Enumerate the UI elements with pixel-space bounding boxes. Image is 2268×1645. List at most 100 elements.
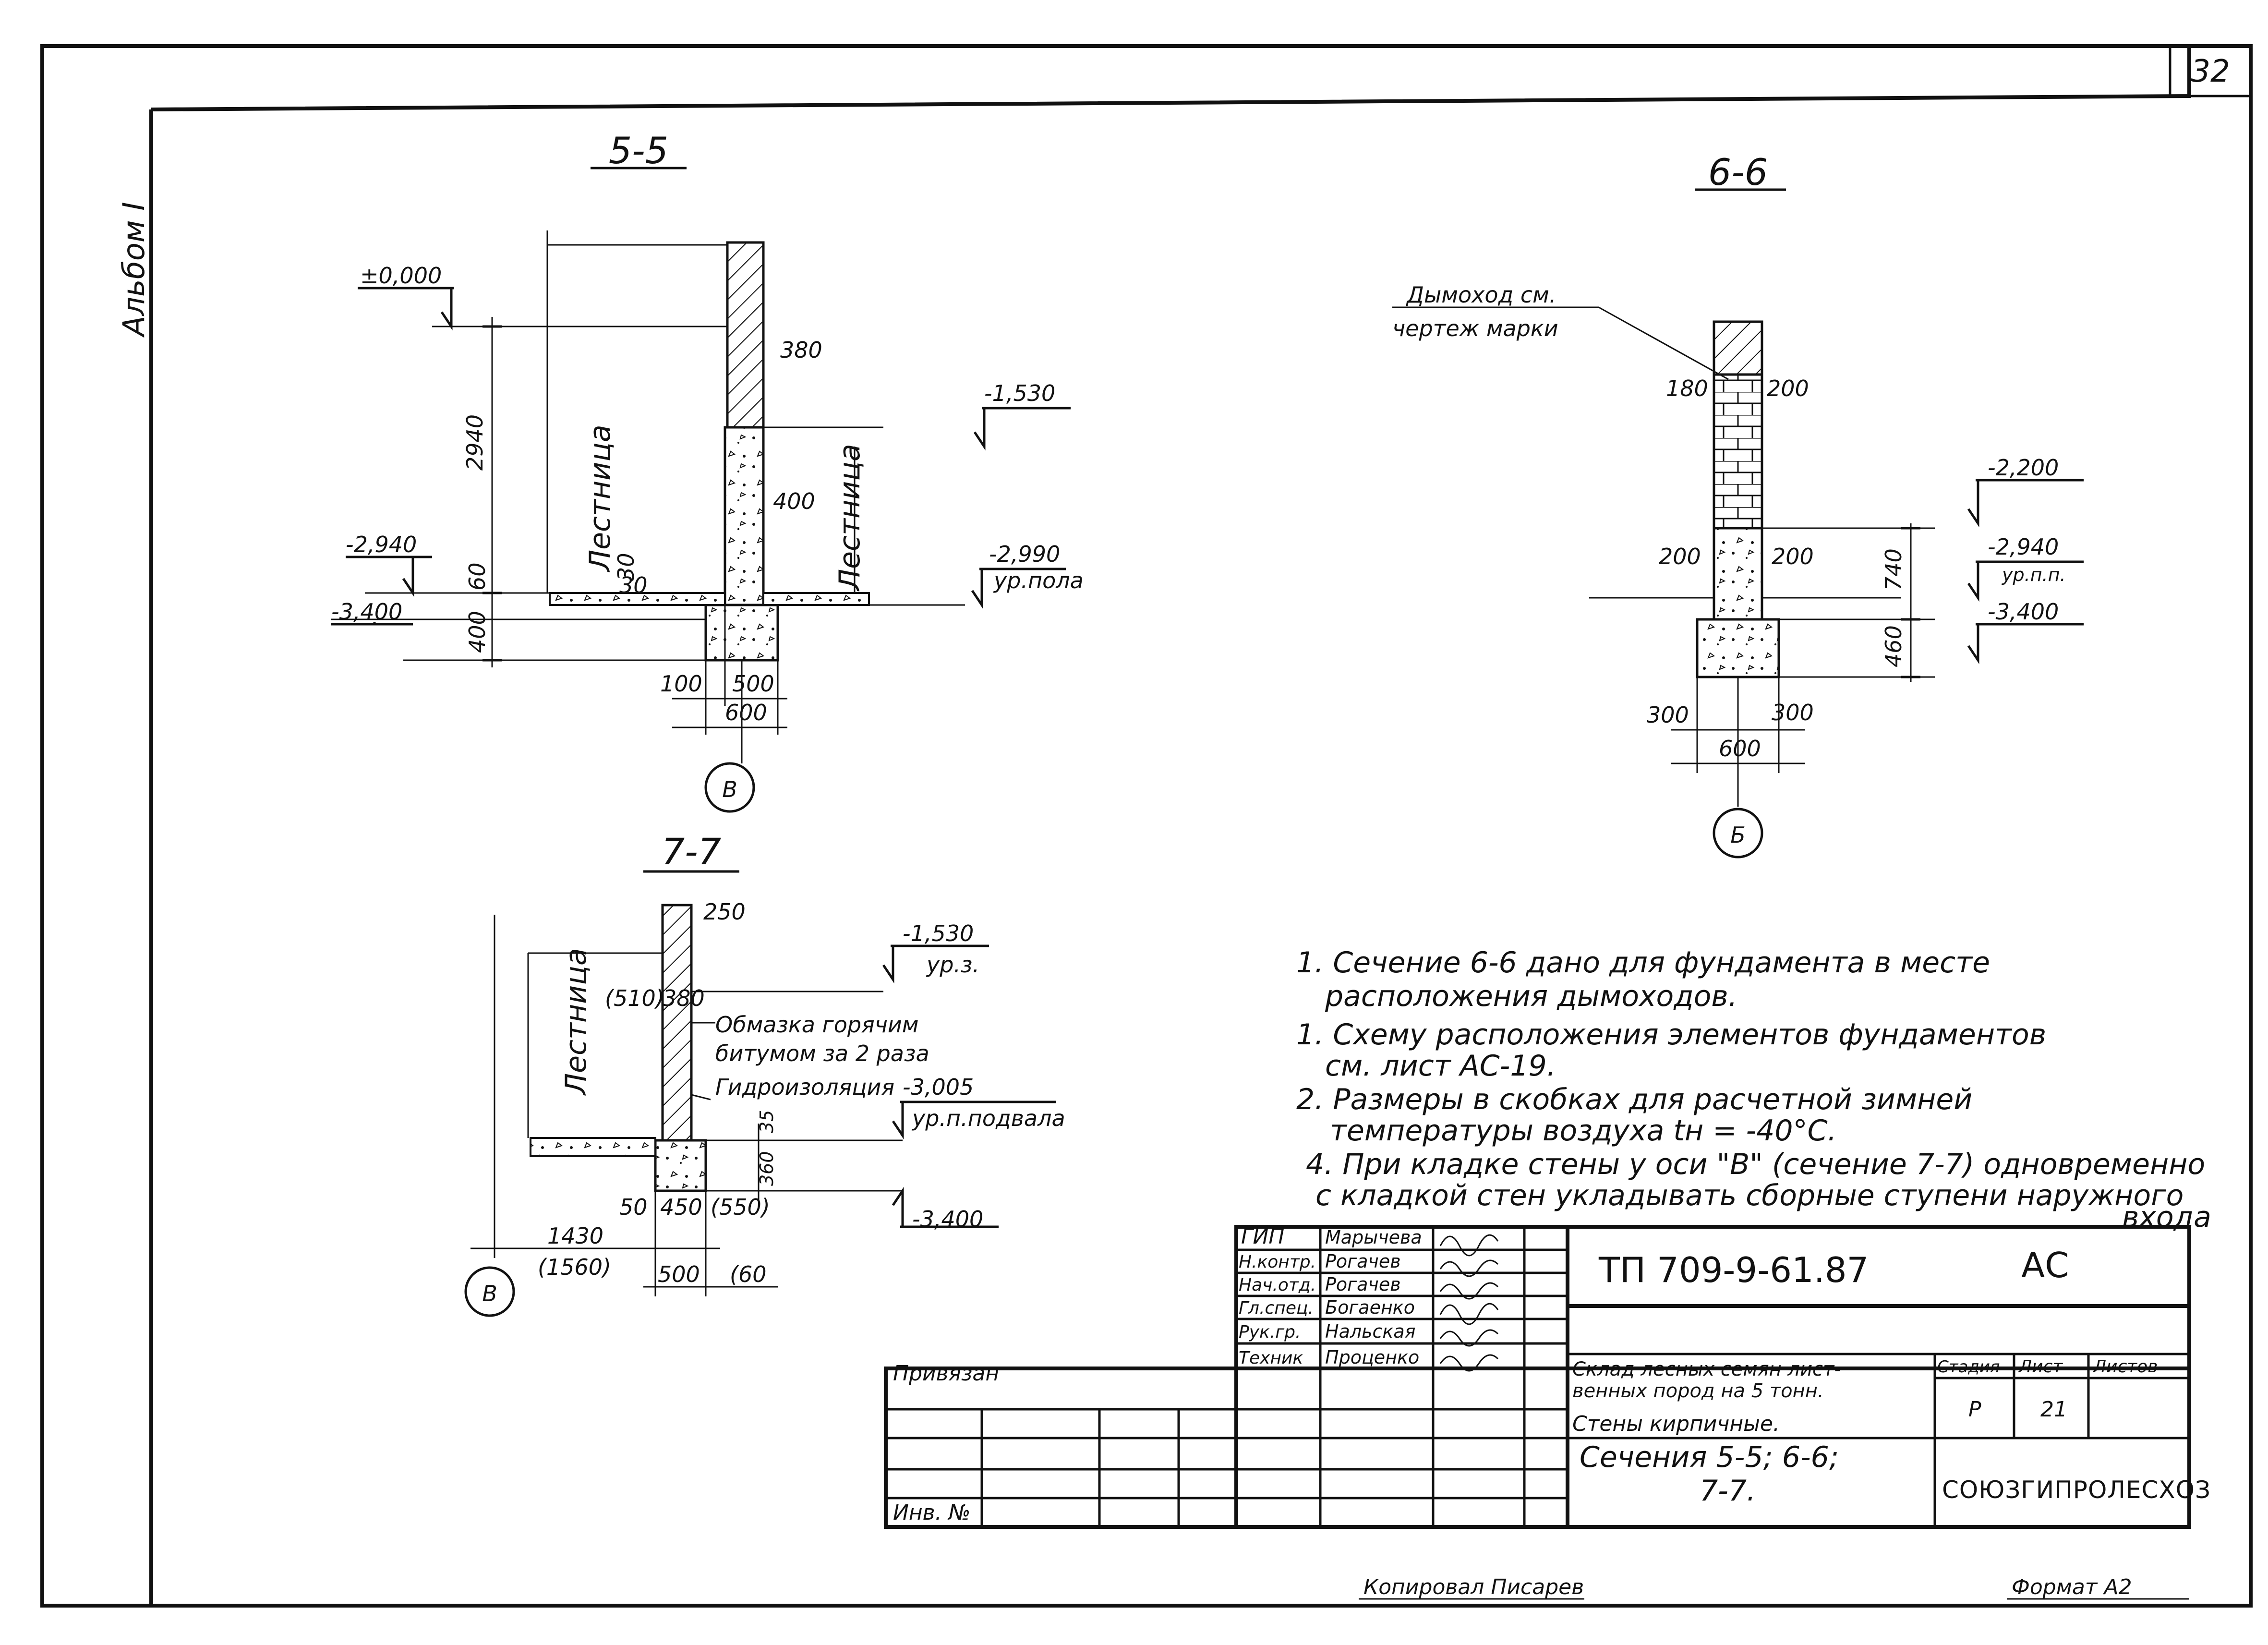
dim-2940: 2940 (462, 414, 488, 471)
dim-60-77: (60 (730, 1261, 766, 1287)
role-rukgr: Рук.гр. (1239, 1322, 1301, 1342)
dim-300a: 300 (1647, 702, 1689, 728)
level-3400: -3,400 (331, 599, 402, 625)
note-line-7: 4. При кладке стены у оси "В" (сечение 7… (1306, 1148, 2205, 1181)
note-line-5: 2. Размеры в скобках для расчетной зимне… (1296, 1083, 1972, 1116)
sheets-header: Листов (2092, 1357, 2158, 1377)
dim-600-66: 600 (1719, 736, 1761, 762)
name-tekhnik: Проценко (1325, 1347, 1419, 1368)
signatures (1439, 1234, 1499, 1372)
role-gip: ГИП (1241, 1224, 1285, 1249)
dim-1430: 1430 (547, 1223, 603, 1249)
dim-380: 380 (780, 337, 822, 363)
dim-35: 35 (756, 1110, 777, 1133)
flue-label-1: Дымоход см. (1406, 282, 1556, 308)
name-gip: Марычева (1325, 1227, 1422, 1248)
sheet-number: 21 (2040, 1397, 2067, 1422)
album-label: Альбом I (116, 202, 151, 338)
dim-380-77: 380 (663, 985, 705, 1011)
footing-600 (704, 604, 779, 662)
brick-wall-7-7 (661, 904, 693, 1142)
axis-bubble-v-77 (464, 1266, 515, 1317)
stage-header: Стадия (1937, 1357, 2000, 1377)
title-block: ГИП Марычева Н.контр. Рогачев Нач.отд. Р… (884, 1224, 2211, 1529)
stair-label-left: Лестница (583, 424, 617, 572)
level-2990: -2,990 (989, 541, 1060, 567)
stair-label-77: Лестница (559, 948, 593, 1096)
note-line-8: с кладкой стен укладывать сборные ступен… (1315, 1179, 2184, 1212)
brick-wall-380 (726, 241, 765, 429)
note-line-4: см. лист АС-19. (1325, 1049, 1556, 1083)
organization: СОЮЗГИПРОЛЕСХОЗ (1942, 1476, 2211, 1504)
level-0000: ±0,000 (360, 263, 442, 289)
level-1530: -1,530 (984, 380, 1055, 406)
axis-bubble-v-55 (704, 762, 755, 813)
stage-value: Р (1968, 1397, 1981, 1422)
floor-slab-left (549, 592, 726, 606)
footing-7-7 (654, 1139, 707, 1192)
flue-label-2: чертеж марки (1392, 315, 1558, 341)
inv-label: Инв. № (893, 1500, 970, 1525)
set-mark: АС (2021, 1245, 2069, 1285)
floor-label-77: ур.п.подвала (911, 1105, 1065, 1131)
dim-60: 60 (464, 562, 490, 591)
level-2200: -2,200 (1988, 455, 2059, 481)
section-6-6: 6-6 Дымоход см. чертеж марки -2 (1392, 151, 2084, 859)
dim-300b: 300 (1772, 700, 1814, 726)
dim-200c: 200 (1772, 544, 1814, 569)
floor-slab-right (762, 592, 870, 606)
general-notes: 1. Сечение 6-6 дано для фундамента в мес… (1296, 946, 2211, 1234)
dim-600: 600 (725, 700, 767, 726)
axis-label-v-55: В (722, 776, 737, 802)
floor-slab-7-7 (530, 1137, 656, 1157)
section-5-5-title: 5-5 (609, 129, 668, 172)
waterproofing-label: Гидроизоляция (715, 1074, 894, 1100)
dim-250: 250 (703, 899, 746, 925)
block-wall-400 (724, 426, 765, 606)
dim-50: 50 (619, 1194, 648, 1220)
note-line-6: температуры воздуха tн = -40°С. (1330, 1114, 1837, 1148)
footing-6-6 (1696, 618, 1780, 678)
dim-1560: (1560) (538, 1254, 611, 1280)
object-line-2: венных пород на 5 тонн. (1572, 1380, 1824, 1402)
floor-level-66: ур.п.п. (2002, 564, 2066, 585)
bound-label: Привязан (893, 1361, 999, 1386)
role-nachotd: Нач.отд. (1239, 1275, 1316, 1295)
dim-460: 460 (1881, 625, 1906, 667)
section-5-5: 5-5 (331, 129, 1084, 813)
stair-label-right: Лестница (833, 444, 867, 592)
block-wall-6-6 (1713, 527, 1763, 621)
note-line-1: 1. Сечение 6-6 дано для фундамента в мес… (1296, 946, 1990, 980)
dim-400: 400 (773, 488, 815, 514)
section-6-6-title: 6-6 (1708, 151, 1768, 194)
dim-450: 450 (660, 1194, 702, 1220)
level-3005: -3,005 (903, 1074, 974, 1100)
section-7-7: 7-7 250 (510) 380 -1,530 ур.з. Обмазка (464, 830, 1065, 1317)
dim-550: (550) (711, 1194, 770, 1220)
note-line-2: расположения дымоходов. (1325, 980, 1737, 1013)
section-7-7-title: 7-7 (662, 830, 721, 873)
role-nkontr: Н.контр. (1239, 1252, 1316, 1272)
dim-360: 360 (756, 1151, 777, 1186)
dim-30a: 30 (613, 553, 639, 581)
sheet-subject: Стены кирпичные. (1572, 1412, 1780, 1436)
name-nkontr: Рогачев (1325, 1251, 1401, 1272)
level-3400-77: -3,400 (912, 1206, 983, 1232)
name-nachotd: Рогачев (1325, 1274, 1401, 1295)
dim-100: 100 (660, 671, 702, 697)
dim-510: (510) (605, 985, 664, 1011)
footer-format: Формат А2 (2012, 1575, 2132, 1599)
role-tekhnik: Техник (1239, 1348, 1303, 1368)
role-glspec: Гл.спец. (1239, 1298, 1314, 1318)
sheet-name-2: 7-7. (1700, 1474, 1756, 1508)
coating-label-1: Обмазка горячим (715, 1012, 918, 1038)
brick-wall-6-6 (1713, 373, 1763, 530)
dim-740: 740 (1881, 548, 1906, 591)
axis-label-b-66: Б (1730, 822, 1746, 848)
sheet-name-1: Сечения 5-5; 6-6; (1580, 1440, 1839, 1474)
axis-label-v-77: В (482, 1281, 497, 1306)
dim-180: 180 (1666, 375, 1708, 401)
dim-200a: 200 (1767, 375, 1809, 401)
dim-400b: 400 (464, 611, 490, 653)
